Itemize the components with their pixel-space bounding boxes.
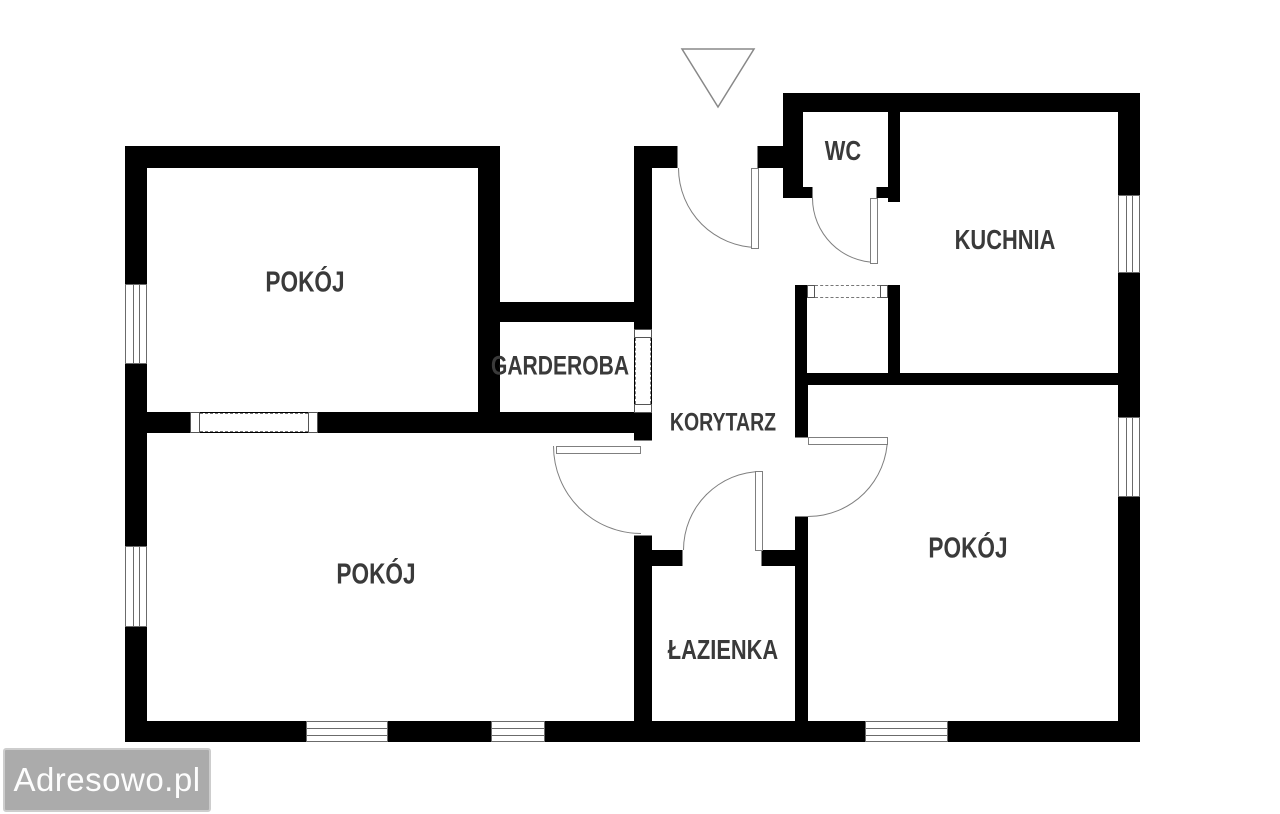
- left-room-door-arc: [553, 446, 641, 534]
- room-label-kuchnia: KUCHNIA: [954, 224, 1056, 255]
- room-label-lazienka: ŁAZIENKA: [667, 634, 779, 665]
- entrance-door-opening: [677, 146, 758, 168]
- wc-door-arc: [812, 198, 877, 263]
- room-label-pokoj-right: POKÓJ: [928, 532, 1008, 565]
- wall-niche-left: [795, 285, 807, 373]
- room-label-pokoj-bottom-left: POKÓJ: [336, 558, 416, 591]
- opening-cap: [880, 285, 888, 298]
- wc-door-opening: [812, 187, 877, 198]
- adresowo-watermark: Adresowo.pl: [3, 748, 211, 812]
- watermark-text: Adresowo.pl: [13, 761, 201, 798]
- right-room-door-leaf: [808, 437, 888, 445]
- window-bottom-3: [865, 721, 948, 742]
- entrance-door-arc: [678, 168, 758, 248]
- entrance-door-leaf: [751, 168, 759, 249]
- wall-kitchen-bottom: [795, 373, 1126, 385]
- opening-cap: [190, 412, 200, 433]
- window-bottom-1: [306, 721, 388, 742]
- lazienka-door-opening: [682, 550, 762, 566]
- opening-cap: [308, 412, 318, 433]
- room-label-wc: WC: [824, 135, 862, 166]
- wall-garderoba-top: [478, 302, 652, 322]
- right-room-door-arc: [808, 437, 888, 517]
- lazienka-door-leaf: [755, 471, 763, 551]
- wall-wc-right: [888, 93, 900, 202]
- lazienka-door-arc: [683, 471, 762, 550]
- wall-left: [125, 146, 147, 742]
- opening-cap: [634, 329, 652, 338]
- opening-cap: [807, 285, 815, 298]
- room-label-garderoba: GARDEROBA: [490, 350, 630, 381]
- wall-kitchen-top: [783, 93, 1140, 112]
- opening-niche: [815, 285, 880, 298]
- wall-step-vertical: [478, 146, 500, 433]
- left-room-door-leaf: [556, 446, 641, 454]
- wall-wc-left: [783, 93, 803, 198]
- entrance-arrow-icon: [680, 48, 756, 109]
- wc-door-leaf: [870, 198, 878, 264]
- wall-top-left-room: [125, 146, 500, 168]
- room-label-korytarz: KORYTARZ: [669, 408, 777, 437]
- wall-bottom: [125, 721, 1140, 742]
- right-room-door-opening: [795, 437, 808, 517]
- room-label-pokoj-top-left: POKÓJ: [265, 266, 345, 299]
- wall-korytarz-left: [634, 146, 652, 721]
- window-kitchen-right: [1118, 195, 1140, 273]
- opening-cap: [634, 404, 652, 413]
- window-left-upper: [125, 284, 147, 364]
- wall-niche-right: [888, 285, 900, 373]
- window-right-room: [1118, 417, 1140, 497]
- window-bottom-2: [491, 721, 545, 742]
- window-left-lower: [125, 546, 147, 627]
- opening-garderoba: [635, 338, 651, 404]
- opening-middle-wall: [200, 413, 308, 432]
